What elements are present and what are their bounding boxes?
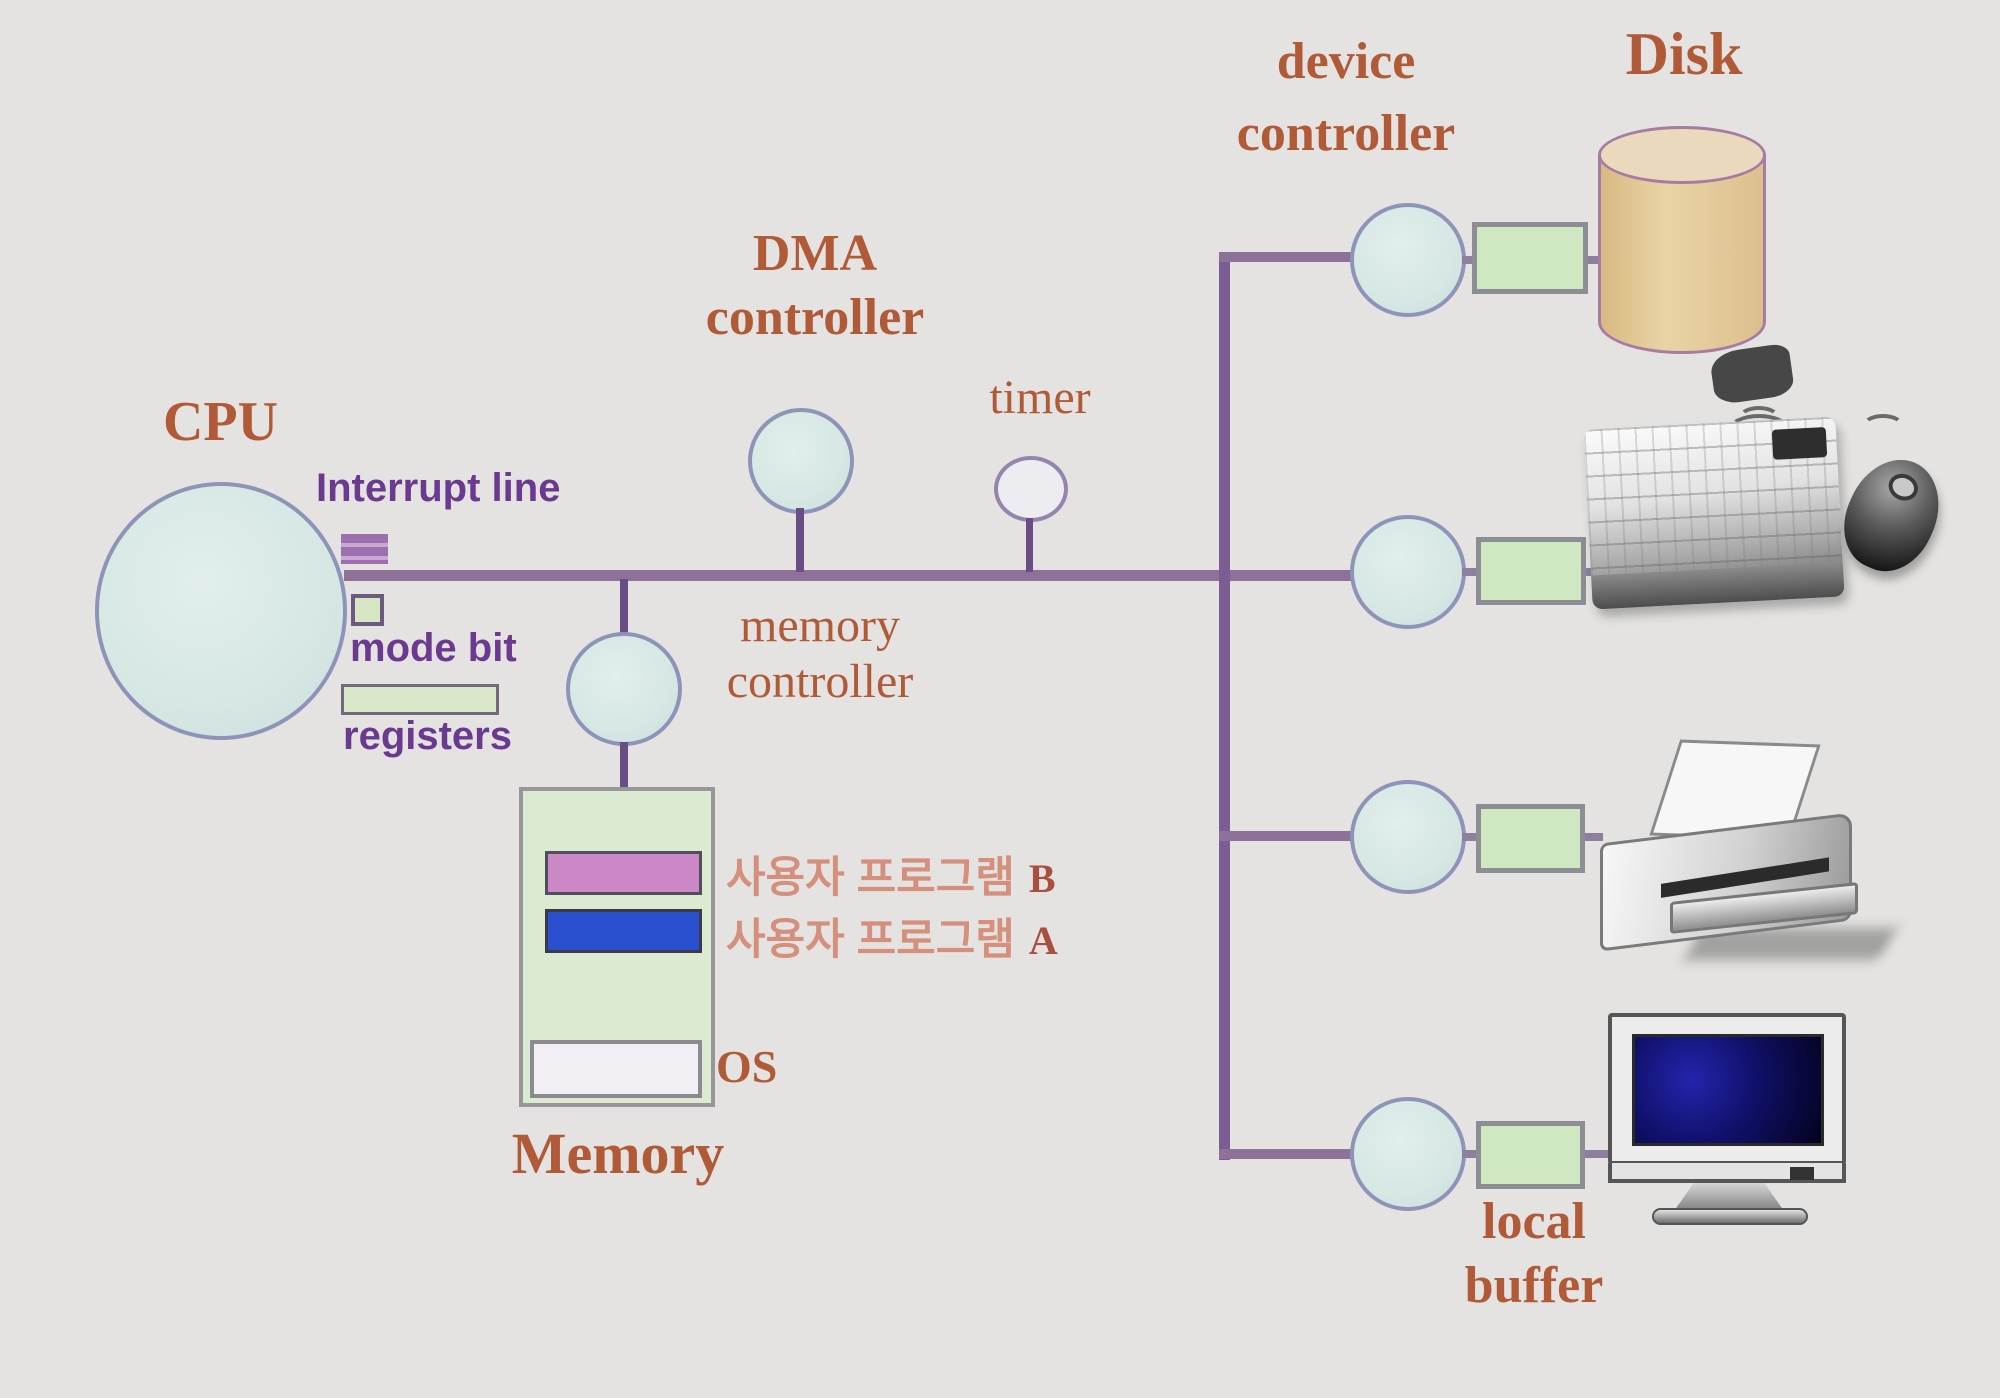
device-bus-vertical [1219, 252, 1230, 1160]
monitor-stand-base [1652, 1208, 1808, 1225]
memory-label: Memory [511, 1121, 725, 1186]
user-program-a-name: 사용자 프로그램 [726, 916, 1015, 964]
device-controller-label: device controller [1200, 26, 1492, 170]
dma-controller-circle [748, 408, 854, 514]
user-program-a-bar [545, 909, 702, 953]
os-box [530, 1040, 702, 1098]
connector-printer-1 [1462, 833, 1480, 841]
timer-label: timer [989, 371, 1091, 424]
interrupt-line-label: Interrupt line [316, 466, 561, 510]
keyboard-badge-icon [1771, 427, 1828, 460]
cpu-circle [95, 482, 347, 740]
memory-controller-label: memory controller [680, 598, 960, 710]
connector-disk-2 [1584, 256, 1604, 264]
memory-controller-label-line1: memory [740, 599, 900, 652]
cpu-label: CPU [162, 391, 279, 453]
device-bus-branch-disk [1219, 252, 1360, 262]
dma-controller-label: DMA controller [690, 222, 940, 350]
wifi-arc-icon [1862, 414, 1904, 438]
registers-label: registers [343, 714, 512, 758]
disk-cylinder-body [1598, 154, 1766, 354]
memory-controller-label-line2: controller [726, 655, 914, 708]
device-bus-branch-printer [1219, 831, 1360, 841]
mode-bit-indicator [351, 594, 384, 626]
local-buffer-box-monitor [1476, 1121, 1585, 1189]
dma-controller-label-line2: controller [705, 289, 925, 346]
monitor-power-button [1790, 1167, 1814, 1180]
keyboard-icon [1583, 416, 1845, 610]
local-buffer-label: local buffer [1428, 1190, 1640, 1318]
dma-controller-stem [796, 508, 804, 572]
user-program-b-id: B [1028, 856, 1056, 901]
connector-monitor-2 [1581, 1150, 1611, 1158]
local-buffer-box-disk [1472, 222, 1588, 294]
monitor-screen [1632, 1034, 1824, 1146]
device-controller-circle-disk [1350, 203, 1466, 317]
device-controller-label-line2: controller [1236, 105, 1456, 162]
mode-bit-label: mode bit [350, 626, 517, 670]
wifi-arc-icon [1728, 414, 1790, 446]
keyboard-wrist-rest [1591, 562, 1845, 610]
local-buffer-label-line1: local [1482, 1193, 1586, 1250]
device-bus-branch-monitor [1219, 1149, 1360, 1159]
dma-controller-label-line1: DMA [752, 225, 878, 282]
wifi-arc-icon [1738, 406, 1780, 430]
os-label: OS [716, 1041, 778, 1092]
mouse-icon [1828, 445, 1956, 585]
mouse-wheel-icon [1884, 469, 1923, 506]
timer-circle [994, 456, 1068, 522]
disk-label: Disk [1625, 21, 1743, 87]
interrupt-line-indicator [341, 534, 388, 564]
connector-keyboard-2 [1582, 568, 1596, 576]
system-bus [344, 570, 1358, 581]
monitor-bottom-strip [1608, 1163, 1846, 1183]
registers-box [341, 684, 499, 715]
wireless-receiver-icon [1708, 342, 1796, 406]
timer-stem [1026, 518, 1033, 572]
user-program-a-label: 사용자 프로그램 A [726, 905, 1058, 967]
user-program-b-name: 사용자 프로그램 [726, 854, 1015, 902]
device-controller-circle-monitor [1350, 1097, 1466, 1211]
user-program-b-bar [545, 851, 702, 895]
memory-controller-circle [566, 632, 682, 746]
memory-controller-stem-down [620, 742, 628, 792]
printer-icon [1598, 739, 1898, 970]
device-controller-label-line1: device [1276, 33, 1416, 90]
device-controller-circle-keyboard [1350, 515, 1466, 629]
local-buffer-label-line2: buffer [1464, 1257, 1604, 1314]
user-program-a-id: A [1028, 918, 1058, 963]
local-buffer-box-printer [1476, 804, 1585, 873]
connector-monitor-1 [1462, 1150, 1480, 1158]
disk-cylinder-top [1598, 126, 1766, 184]
user-program-b-label: 사용자 프로그램 B [726, 843, 1056, 905]
local-buffer-box-keyboard [1476, 537, 1586, 605]
device-controller-circle-printer [1350, 780, 1466, 894]
connector-disk-1 [1462, 256, 1476, 264]
connector-keyboard-1 [1462, 568, 1480, 576]
memory-controller-stem-up [620, 579, 628, 637]
monitor-stand-neck [1674, 1183, 1784, 1211]
connector-printer-2 [1581, 833, 1603, 841]
